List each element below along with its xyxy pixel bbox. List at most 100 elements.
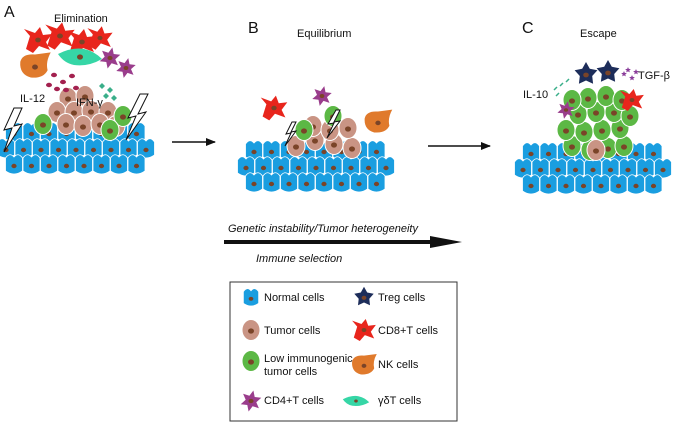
- legend-icons: [240, 286, 377, 412]
- normal-cell: [531, 158, 550, 179]
- tumor-cell: [286, 135, 306, 157]
- nk-cell: [20, 52, 51, 78]
- cytokine-label-il10: IL-10: [523, 89, 548, 101]
- il12-molecule: [51, 72, 57, 78]
- gamma-delta-t-cell: [342, 395, 370, 407]
- cd8-t-cell: [24, 27, 52, 53]
- lightning-icon-left: [3, 107, 24, 153]
- il10-molecule: [555, 92, 560, 97]
- legend-label-gamma-delta-t-cells: γδT cells: [378, 395, 422, 407]
- legend-label-low-immunogenic-line1: Low immunogenic: [264, 353, 353, 365]
- panel-title-equilibrium: Equilibrium: [297, 28, 351, 40]
- tumor-cell-cluster-c: [556, 85, 640, 161]
- progression-arrow-shape: [224, 236, 462, 248]
- progression-label-genetic-instability: Genetic instability/Tumor heterogeneity: [228, 223, 419, 235]
- normal-cell: [539, 174, 558, 195]
- progression-arrow: Genetic instability/Tumor heterogeneity …: [224, 223, 462, 265]
- low-immunogenic-tumor-cell: [100, 119, 120, 141]
- progression-label-immune-selection: Immune selection: [256, 253, 342, 265]
- normal-cell: [557, 174, 575, 195]
- tumor-cell-cluster-a: [33, 85, 133, 141]
- cd8-t-cell: [352, 318, 376, 342]
- normal-cell: [324, 156, 343, 177]
- normal-cell: [315, 172, 333, 193]
- normal-cell: [280, 172, 298, 193]
- tgf-beta-molecule: [621, 71, 627, 77]
- cd8-t-cell: [260, 95, 288, 121]
- normal-cell: [574, 174, 593, 195]
- normal-cell: [237, 156, 255, 177]
- legend-label-cd8-t-cells: CD8+T cells: [378, 325, 439, 337]
- cd4-t-cell: [99, 47, 121, 69]
- low-immunogenic-tumor-cell: [241, 350, 261, 372]
- low-immunogenic-tumor-cell: [294, 119, 314, 141]
- immune-cells-b: [260, 86, 393, 133]
- low-immunogenic-tumor-cell: [620, 105, 640, 127]
- legend-label-treg-cells: Treg cells: [378, 292, 426, 304]
- gamma-delta-t-cell: [58, 48, 102, 66]
- cytokine-label-ifn-gamma: IFN-γ: [76, 97, 103, 109]
- tgf-beta-molecule: [629, 75, 635, 81]
- il12-molecule: [73, 85, 79, 91]
- panel-letter-b: B: [248, 20, 259, 37]
- il10-molecule: [565, 78, 570, 83]
- cytokine-label-tgf-beta: TGF-β: [638, 70, 670, 82]
- cd4-t-cell: [557, 101, 575, 119]
- il12-molecule: [46, 82, 52, 88]
- normal-cell: [297, 172, 316, 193]
- legend-label-cd4-t-cells: CD4+T cells: [264, 395, 325, 407]
- tgf-beta-molecule: [625, 67, 631, 73]
- normal-cell: [272, 156, 290, 177]
- immune-cells-c: [557, 60, 644, 119]
- ifn-gamma-molecule: [107, 87, 113, 93]
- il12-molecule: [63, 87, 69, 93]
- il12-molecule: [69, 73, 75, 79]
- normal-cell: [57, 154, 76, 175]
- cytokines-c: [553, 67, 639, 97]
- normal-cell: [92, 154, 111, 175]
- treg-cell: [596, 60, 620, 82]
- normal-cell: [245, 172, 263, 193]
- legend-label-normal-cells: Normal cells: [264, 292, 325, 304]
- normal-cell: [359, 156, 378, 177]
- normal-cell: [644, 174, 663, 195]
- normal-cell: [262, 172, 281, 193]
- normal-cell: [5, 154, 23, 175]
- tumor-cell: [338, 117, 358, 139]
- treg-cell: [574, 62, 598, 84]
- treg-cell: [354, 286, 374, 306]
- cd8-t-cell: [620, 88, 644, 112]
- lightning-icon-b-right: [326, 109, 342, 139]
- legend-label-low-immunogenic-line2: tumor cells: [264, 366, 318, 378]
- nk-cell: [352, 353, 377, 375]
- cd8-t-cell: [87, 26, 113, 50]
- normal-cell: [367, 172, 386, 193]
- lightning-icon-right: [125, 93, 149, 141]
- il12-molecule: [54, 86, 60, 92]
- normal-cell: [40, 154, 58, 175]
- cd4-t-cell: [116, 58, 136, 78]
- normal-cell: [22, 154, 41, 175]
- normal-cell: [566, 158, 585, 179]
- normal-cell: [644, 142, 663, 163]
- il12-molecule: [60, 79, 66, 85]
- il10-molecule: [553, 86, 558, 91]
- normal-cell: [654, 158, 672, 179]
- ifn-gamma-molecule: [111, 95, 117, 101]
- cd4-t-cell: [240, 390, 262, 412]
- panel-escape: C Escape IL-10 TGF-β: [514, 20, 672, 195]
- immune-cells-a: [20, 22, 136, 78]
- legend: Normal cells Treg cells Tumor cells CD8+…: [229, 281, 458, 422]
- panel-equilibrium: B Equilibrium: [237, 20, 395, 193]
- tumor-cell: [342, 137, 362, 159]
- tgf-beta-molecule: [633, 69, 639, 75]
- low-immunogenic-tumor-cell: [614, 135, 634, 157]
- legend-box: [229, 281, 458, 422]
- cd8-t-cell: [68, 29, 96, 55]
- panel-title-escape: Escape: [580, 28, 617, 40]
- normal-cell: [242, 288, 260, 307]
- normal-cell: [332, 172, 351, 193]
- low-immunogenic-tumor-cell: [578, 87, 598, 109]
- normal-cell: [592, 174, 610, 195]
